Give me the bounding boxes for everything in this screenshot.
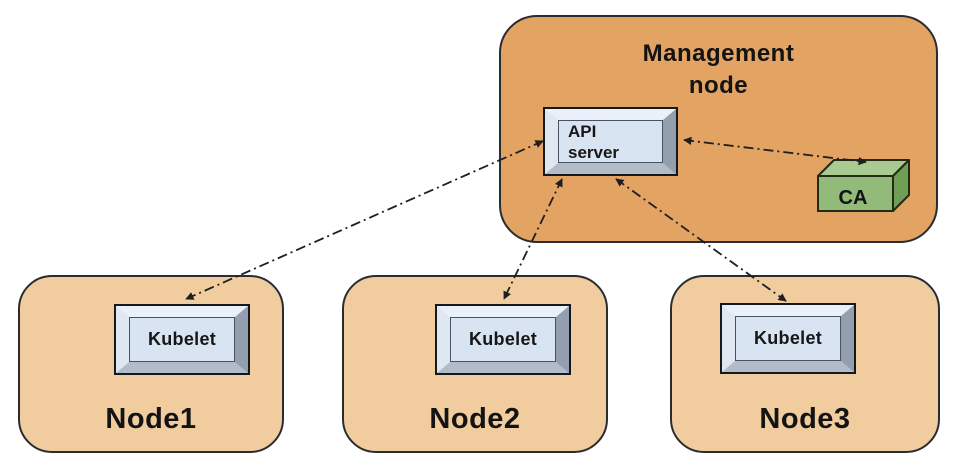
node3-kubelet-box: Kubelet [720,303,856,374]
api-server-box: API server [543,107,678,176]
node3-label: Node3 [759,403,851,435]
node2-kubelet-bevel: Kubelet [437,306,569,373]
node1-label: Node1 [105,403,197,435]
management-node-title: Management node [642,40,795,99]
node2-kubelet-label: Kubelet [450,317,556,362]
node1-container: Kubelet Node1 [18,275,284,453]
node1-kubelet-label: Kubelet [129,317,235,362]
api-server-label: API server [558,120,663,163]
node1-kubelet-box: Kubelet [114,304,250,375]
node2-container: Kubelet Node2 [342,275,608,453]
node2-label: Node2 [429,403,521,435]
api-server-bevel: API server [545,109,676,174]
node1-kubelet-bevel: Kubelet [116,306,248,373]
node3-kubelet-label: Kubelet [735,316,841,361]
node3-container: Kubelet Node3 [670,275,940,453]
node2-kubelet-box: Kubelet [435,304,571,375]
node3-kubelet-bevel: Kubelet [722,305,854,372]
